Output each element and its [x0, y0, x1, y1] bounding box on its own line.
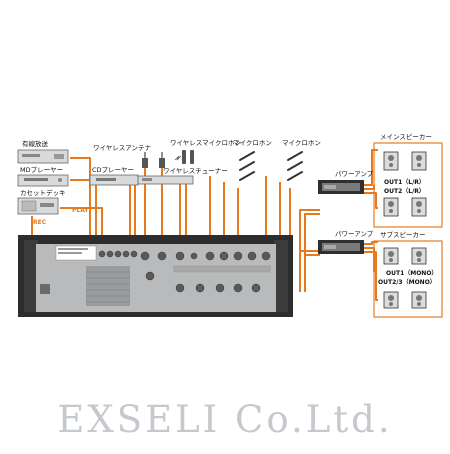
mixer-rack — [18, 235, 293, 317]
wireless-tuner-device — [137, 175, 194, 185]
main-out1-label: OUT1（L/R） — [384, 178, 425, 186]
power-amp-2-label: パワーアンプ — [335, 230, 374, 238]
main-speakers-frame — [373, 142, 443, 228]
cable-tv-label: 有線放送 — [22, 139, 49, 148]
wireless-tuner-label: ワイヤレスチューナー — [163, 167, 228, 175]
sub-speakers-title: サブスピーカー — [380, 230, 426, 239]
play-label: PLAY — [72, 207, 89, 214]
cd-player-device — [89, 174, 139, 186]
wireless-mic-icons — [174, 150, 194, 164]
power-amp-1-label: パワーアンプ — [335, 170, 374, 178]
md-player-device — [17, 174, 69, 187]
main-out2-label: OUT2（L/R） — [384, 187, 425, 195]
cassette-deck-device — [17, 197, 59, 215]
cassette-deck-label: カセットデッキ — [20, 188, 66, 197]
cd-player-label: CDプレーヤー — [92, 166, 134, 174]
sub-out1-label: OUT1（MONO） — [386, 269, 437, 277]
mic-1-label: マイクロホン — [233, 139, 272, 147]
power-amp-1 — [318, 180, 364, 194]
power-amp-2 — [318, 240, 364, 254]
mic-2-label: マイクロホン — [282, 139, 321, 147]
sub-out23-label: OUT2/3（MONO） — [378, 278, 436, 286]
wireless-antenna-label: ワイヤレスアンテナ — [93, 144, 151, 152]
main-speakers-title: メインスピーカー — [380, 133, 432, 141]
rec-label: REC — [33, 219, 47, 226]
microphone-icons — [239, 151, 303, 181]
watermark: EXSELI Co.Ltd. — [57, 398, 392, 441]
wireless-mic-label: ワイヤレスマイクロホン — [170, 139, 241, 147]
wireless-antenna-icons — [142, 152, 165, 168]
sub-speakers-frame — [373, 240, 443, 318]
cable-tv-device — [17, 149, 69, 164]
md-player-label: MDプレーヤー — [20, 166, 63, 174]
